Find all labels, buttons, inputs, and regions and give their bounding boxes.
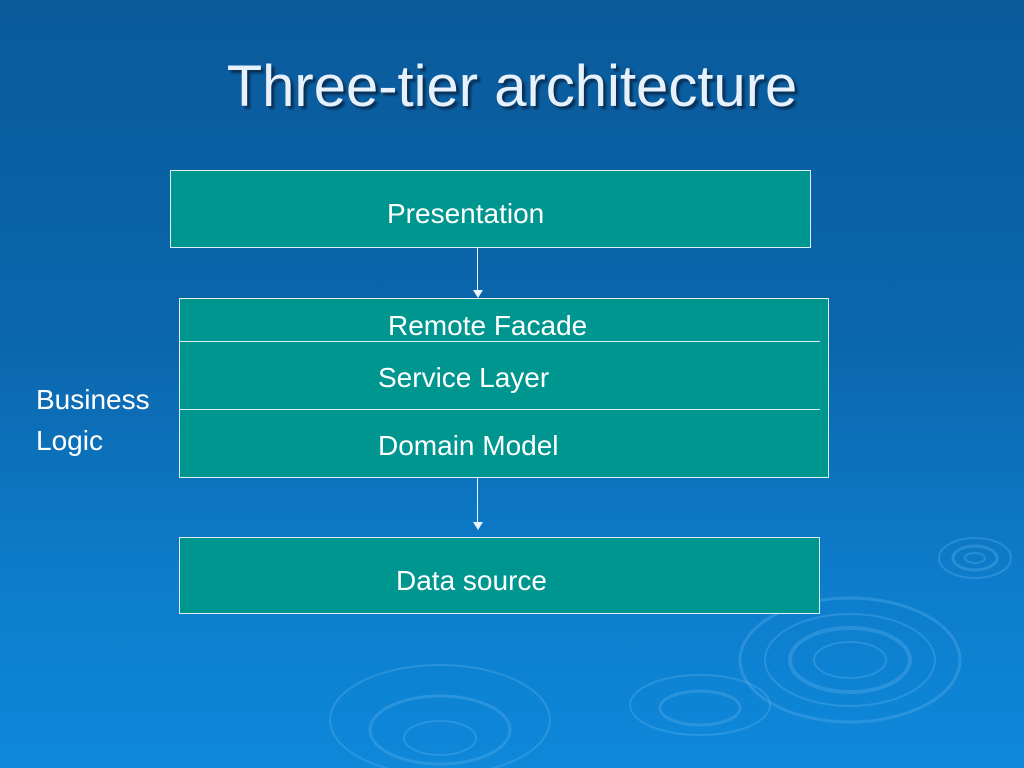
business-logic-line-2: Logic — [36, 425, 103, 456]
presentation-tier-box: Presentation — [170, 170, 811, 248]
data-source-tier-box: Data source — [179, 537, 820, 614]
arrow-presentation-to-business — [473, 248, 483, 298]
business-logic-line-1: Business — [36, 384, 150, 415]
remote-facade-label: Remote Facade — [388, 310, 588, 341]
business-tier-box: Remote Facade Service Layer Domain Model — [179, 298, 829, 478]
layer-divider — [180, 341, 820, 342]
presentation-label: Presentation — [387, 198, 545, 229]
service-layer-label: Service Layer — [378, 362, 550, 393]
slide-title: Three-tier architecture — [226, 54, 798, 119]
layer-divider — [180, 409, 820, 410]
business-logic-label: Business Logic — [36, 379, 150, 461]
data-source-label: Data source — [396, 565, 547, 596]
domain-model-label: Domain Model — [378, 430, 559, 461]
arrow-business-to-data — [473, 478, 483, 530]
